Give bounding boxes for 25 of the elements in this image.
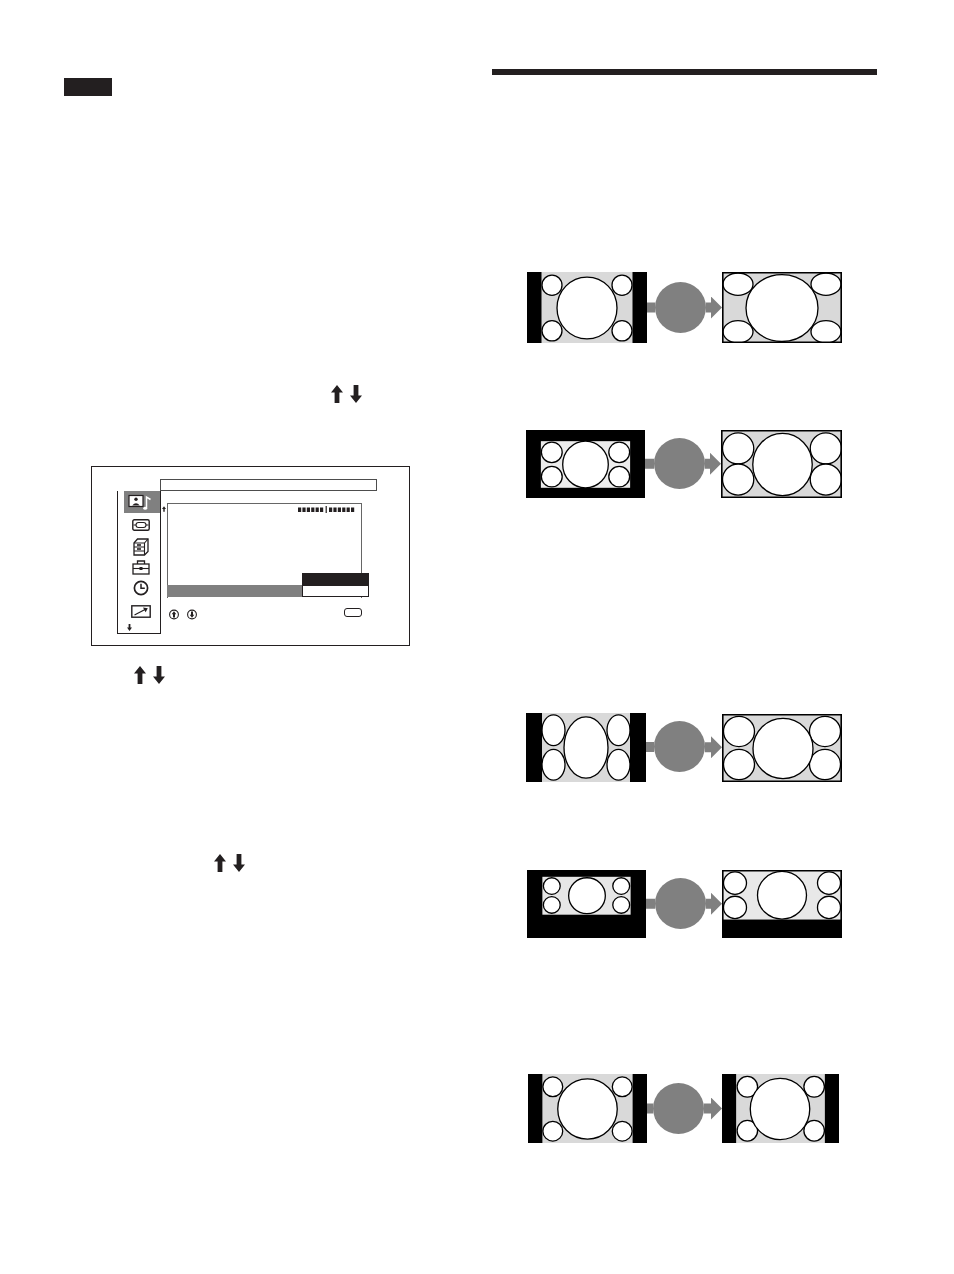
connector-line <box>646 898 655 909</box>
test-pattern-drawing <box>527 870 646 938</box>
test-pattern-drawing <box>527 272 647 343</box>
arrow <box>705 736 722 759</box>
circle-marker <box>654 721 705 772</box>
test-pattern-drawing <box>722 870 842 938</box>
connector-line <box>646 742 654 752</box>
circle-marker <box>654 438 705 489</box>
test-pattern-drawing <box>526 713 646 782</box>
test-pattern-drawing <box>526 430 645 498</box>
connector-line <box>647 1103 653 1114</box>
arrow <box>706 892 722 915</box>
test-pattern-drawing <box>528 1074 647 1143</box>
circle-marker <box>655 878 706 929</box>
arrow <box>704 1097 722 1120</box>
arrow <box>705 452 721 475</box>
arrow <box>706 296 722 319</box>
test-pattern-drawing <box>721 430 842 498</box>
test-pattern-drawing <box>722 714 842 782</box>
connector-line <box>647 302 655 313</box>
circle-marker <box>653 1083 704 1134</box>
test-pattern-drawing <box>722 272 842 343</box>
circle-marker <box>655 282 706 333</box>
connector-line <box>645 458 654 469</box>
test-pattern-drawing <box>722 1074 839 1143</box>
